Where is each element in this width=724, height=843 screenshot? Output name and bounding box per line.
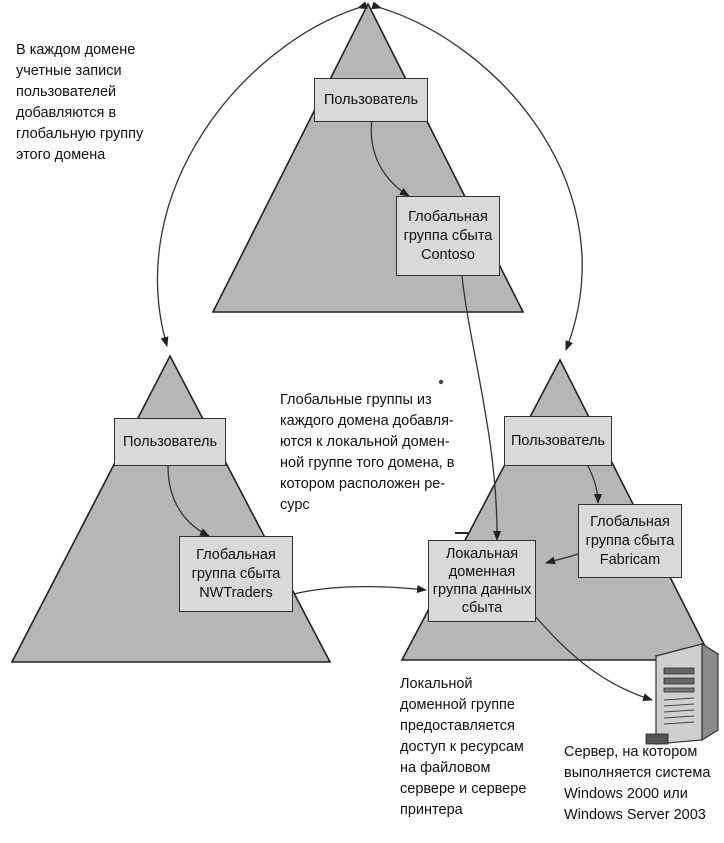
note-bottom-right: Сервер, на котором выполняется система W…: [564, 744, 711, 823]
user-box-contoso: Пользователь: [314, 78, 428, 122]
user-box-fabricam: Пользователь: [504, 416, 612, 466]
user-label-fabricam: Пользователь: [510, 432, 606, 449]
arrow-local-to-server: [534, 615, 653, 702]
global-group-label-fabricam: Глобальная группа сбыта Fabricam: [585, 513, 675, 568]
arrow-nwtraders-to-local: [293, 585, 427, 595]
global-group-contoso: Глобальная группа сбыта Contoso: [396, 196, 500, 276]
trust-arc-right: [371, 1, 583, 351]
arrow-contoso-to-local: [461, 275, 502, 541]
user-box-nwtraders: Пользователь: [114, 418, 226, 466]
arrow-user-to-group-contoso: [370, 117, 410, 197]
speck-mark: [438, 379, 444, 385]
note-bottom-middle: Локальной доменной группе предоставляетс…: [400, 676, 527, 818]
local-domain-group-label: Локальная доменная группа данных сбыта: [432, 546, 532, 616]
arrow-user-to-group-fabricam: [587, 465, 602, 504]
note-center: Глобальные группы из каждого домена доба…: [280, 392, 455, 513]
user-label-contoso: Пользователь: [323, 91, 419, 108]
global-group-nwtraders: Глобальная группа сбыта NWTraders: [179, 536, 293, 612]
user-label-nwtraders: Пользователь: [122, 433, 218, 450]
global-group-label-contoso: Глобальная группа сбыта Contoso: [403, 208, 493, 263]
arrow-user-to-group-nwtraders: [167, 465, 210, 537]
local-domain-group: Локальная доменная группа данных сбыта: [428, 540, 536, 622]
trust-arc-left: [156, 1, 368, 347]
server-icon: [645, 642, 720, 745]
arrow-fabricam-to-local: [545, 553, 579, 565]
global-group-label-nwtraders: Глобальная группа сбыта NWTraders: [191, 546, 281, 601]
note-top-left: В каждом домене учетные записи пользоват…: [16, 42, 144, 163]
global-group-fabricam: Глобальная группа сбыта Fabricam: [578, 504, 682, 578]
